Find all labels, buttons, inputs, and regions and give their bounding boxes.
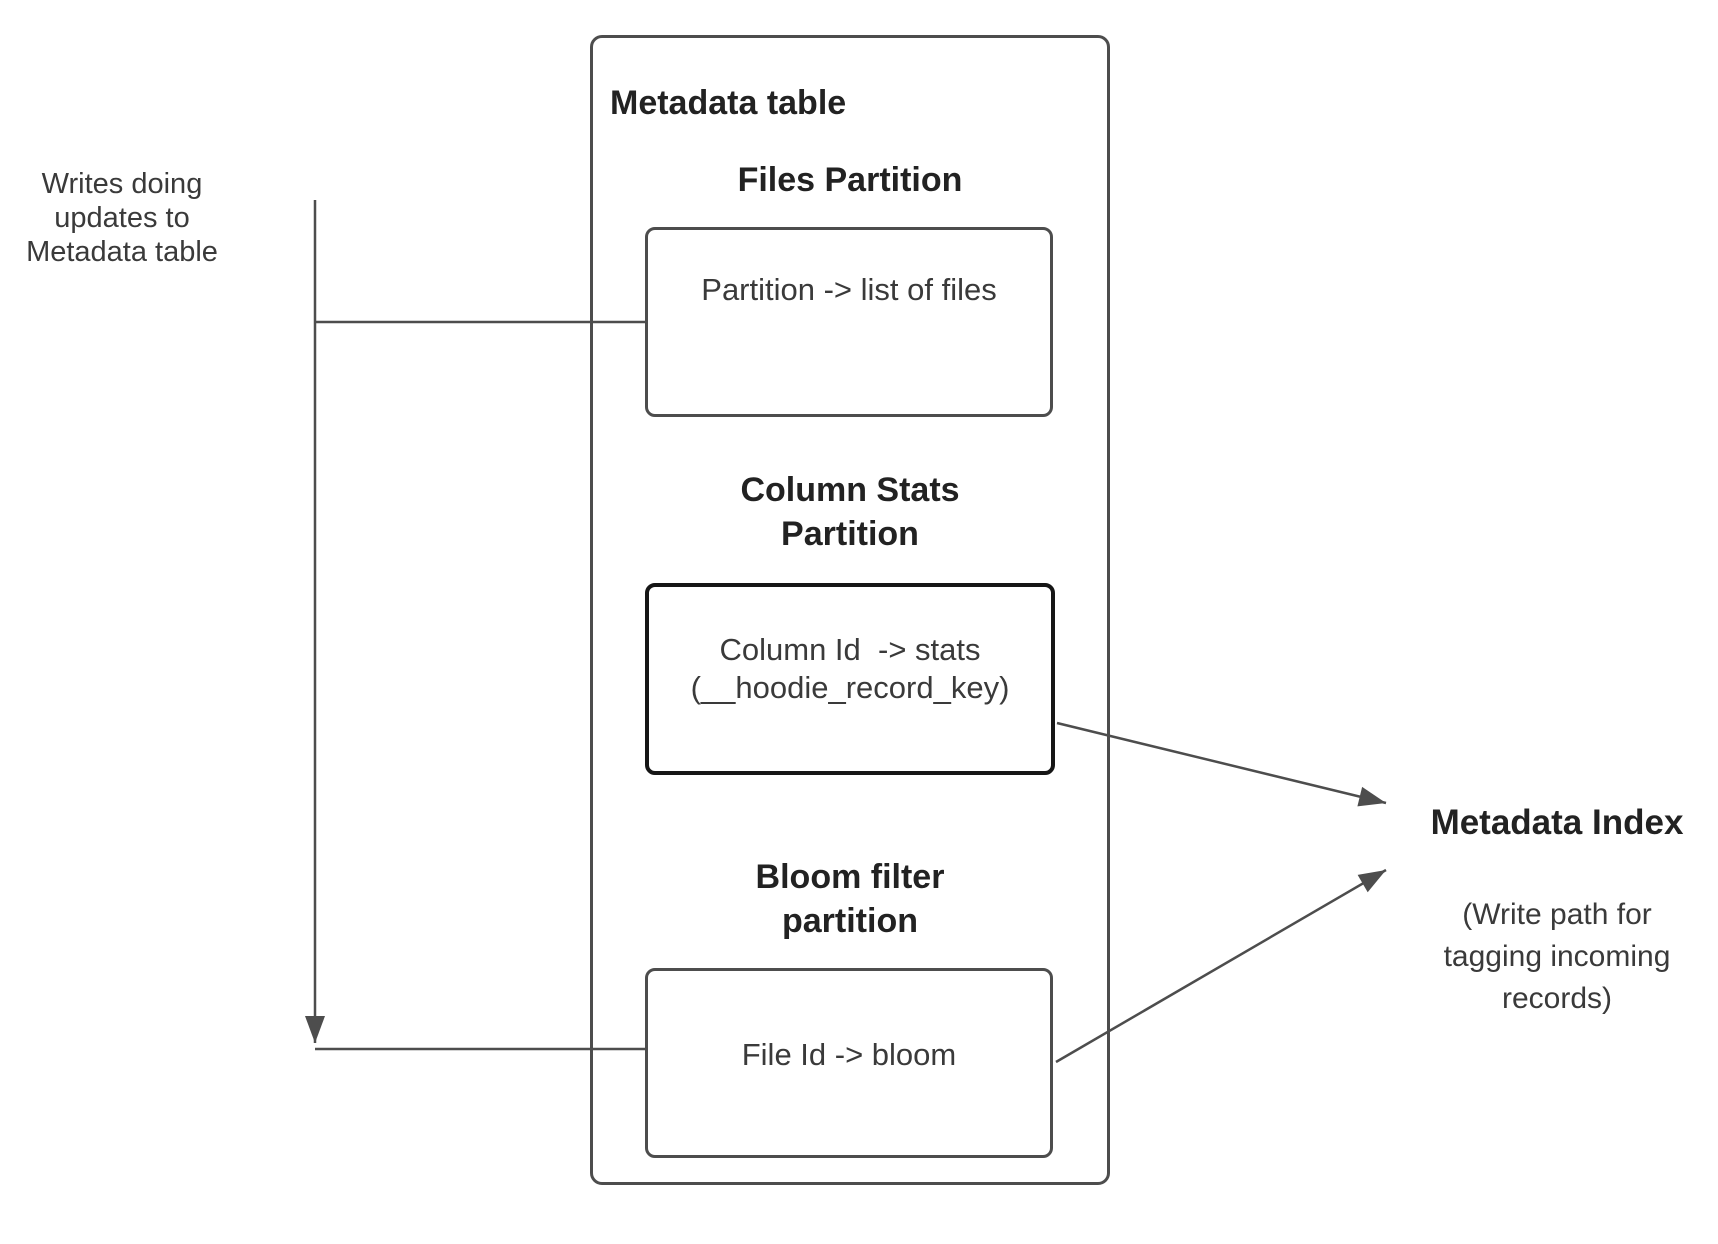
metadata-table-title: Metadata table — [610, 84, 847, 122]
writes-note: Writes doing updates to Metadata table — [26, 168, 218, 268]
metadata-index-title: Metadata Index — [1430, 803, 1684, 842]
files-partition-box: Partition -> list of files — [645, 227, 1053, 417]
column-stats-content-line2: (__hoodie_record_key) — [690, 670, 1010, 705]
column-stats-box: Column Id -> stats (__hoodie_record_key) — [645, 583, 1055, 775]
metadata-index-subtitle: (Write path for tagging incoming records… — [1443, 898, 1671, 1015]
bloom-filter-box: File Id -> bloom — [645, 968, 1053, 1158]
bloom-filter-heading: Bloom filter partition — [755, 858, 945, 940]
column-stats-content-line1: Column Id -> stats — [719, 632, 981, 667]
column-stats-heading: Column Stats Partition — [740, 471, 960, 553]
files-partition-content: Partition -> list of files — [701, 272, 997, 307]
files-partition-heading: Files Partition — [737, 161, 963, 199]
bloom-filter-content: File Id -> bloom — [741, 1037, 957, 1072]
metadata-table-box: Metadata table Files Partition Partition… — [590, 35, 1110, 1185]
